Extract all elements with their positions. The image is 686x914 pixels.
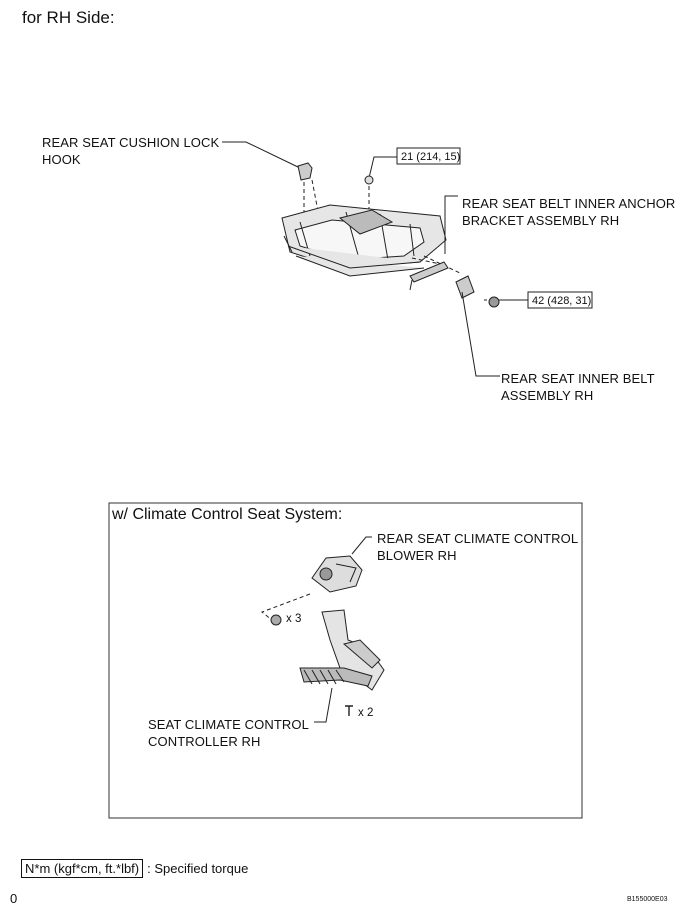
leader-cushion-lock-hook [222,141,301,169]
nut-part [270,614,282,626]
leader-inner-belt [461,291,500,377]
section-heading: for RH Side: [22,8,115,27]
torque-value-upper: 21 (214, 15) [401,151,461,163]
label-blower: REAR SEAT CLIMATE CONTROL BLOWER RH [377,531,579,563]
climate-control-frame [108,502,583,819]
seat-cushion-frame [281,204,447,277]
leader-controller [314,687,333,723]
screw-quantity: x 2 [358,707,374,719]
blower-part [311,555,363,593]
label-anchor-bracket: REAR SEAT BELT INNER ANCHOR BRACKET ASSE… [462,196,676,228]
bolt-part [488,296,500,308]
leader-blower [351,536,372,555]
torque-legend: N*m (kgf*cm, ft.*lbf) : Specified torque [21,859,248,878]
nut-quantity: x 3 [286,613,302,625]
label-cushion-lock-hook: REAR SEAT CUSHION LOCK HOOK [42,135,220,167]
controller-part [299,609,385,691]
label-inner-belt: REAR SEAT INNER BELT ASSEMBLY RH [501,371,655,403]
figure-code: B155000E03 [627,896,668,903]
label-controller: SEAT CLIMATE CONTROL CONTROLLER RH [148,717,309,749]
legend-unit-box: N*m (kgf*cm, ft.*lbf) [21,859,144,878]
climate-control-title: w/ Climate Control Seat System: [112,506,343,523]
torque-value-lower: 42 (428, 31) [532,295,592,307]
torque-box-lower [527,291,593,309]
page-number: 0 [10,891,18,906]
torque-box-upper [396,147,461,165]
leader-anchor-bracket [444,195,458,254]
anchor-bracket-part [409,261,449,283]
inner-belt-part [455,275,475,299]
legend-description: : Specified torque [147,861,249,876]
lock-hook-part [297,162,313,181]
